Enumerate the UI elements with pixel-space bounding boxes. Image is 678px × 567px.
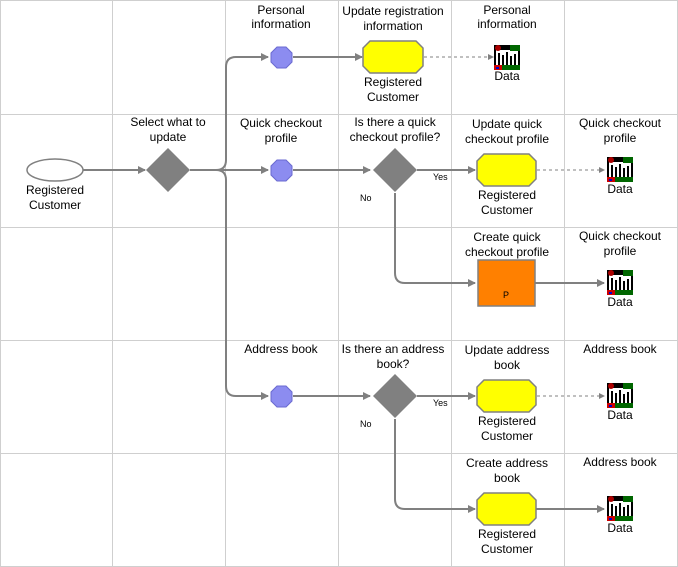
- data-object-label: Data: [607, 521, 633, 535]
- task-title: book: [494, 471, 521, 485]
- data-object-title: Quick checkout: [579, 229, 662, 243]
- flow-address-no: [394, 419, 476, 513]
- task-create-address-book[interactable]: [476, 492, 537, 526]
- data-object-title: Address book: [583, 342, 657, 356]
- data-store-icon: [607, 157, 633, 182]
- task-title: Update registration: [342, 4, 443, 18]
- gateway-no-label: No: [360, 193, 372, 203]
- event-label: Personal: [257, 3, 304, 17]
- data-object-address-create[interactable]: [607, 496, 633, 521]
- task-title: Create address: [466, 456, 548, 470]
- flow-branch-down: [215, 169, 269, 400]
- event-address-book[interactable]: [270, 385, 293, 408]
- task-performer: Registered: [478, 188, 536, 202]
- data-store-icon: [607, 270, 633, 295]
- data-object-title: Address book: [583, 455, 657, 469]
- data-store-icon: [607, 496, 633, 521]
- task-title: information: [363, 19, 422, 33]
- task-performer: Customer: [481, 429, 533, 443]
- data-object-personal[interactable]: [494, 45, 520, 70]
- task-performer: Customer: [481, 542, 533, 556]
- event-quick-checkout-profile[interactable]: [270, 159, 293, 182]
- event-label: Address book: [244, 342, 318, 356]
- task-title: Create quick: [473, 230, 541, 244]
- task-title: Update quick: [472, 117, 543, 131]
- task-performer: Registered: [478, 527, 536, 541]
- data-object-title: information: [477, 17, 536, 31]
- data-object-address-update[interactable]: [607, 383, 633, 408]
- gateway-label: Is there an address: [342, 342, 445, 356]
- connectors: [83, 53, 605, 513]
- gateway-label: checkout profile?: [350, 130, 441, 144]
- task-title: checkout profile: [465, 245, 549, 259]
- task-title: book: [494, 358, 521, 372]
- task-title: checkout profile: [465, 132, 549, 146]
- start-event-label: Customer: [29, 198, 81, 212]
- gateway-select-what-to-update[interactable]: [146, 148, 190, 192]
- data-object-quick-checkout-create[interactable]: [607, 270, 633, 295]
- task-performer: Customer: [367, 90, 419, 104]
- gateway-quick-checkout-profile[interactable]: [373, 148, 417, 192]
- task-update-registration[interactable]: [362, 40, 424, 74]
- data-object-title: profile: [604, 244, 637, 258]
- gateway-label: update: [150, 130, 187, 144]
- task-update-quick-checkout[interactable]: [476, 153, 537, 187]
- start-event-label: Registered: [26, 183, 84, 197]
- task-marker: P: [503, 290, 509, 300]
- task-performer: Registered: [478, 414, 536, 428]
- event-personal-information[interactable]: [270, 46, 293, 69]
- task-update-address-book[interactable]: [476, 379, 537, 413]
- task-performer: Customer: [481, 203, 533, 217]
- data-object-title: Personal: [483, 3, 530, 17]
- data-object-label: Data: [494, 69, 520, 83]
- flow-branch-up: [215, 53, 269, 171]
- data-store-icon: [494, 45, 520, 70]
- data-object-title: profile: [604, 131, 637, 145]
- event-label: information: [251, 17, 310, 31]
- start-event[interactable]: [26, 158, 84, 182]
- data-object-label: Data: [607, 182, 633, 196]
- task-performer: Registered: [364, 75, 422, 89]
- event-label: profile: [265, 131, 298, 145]
- data-object-quick-checkout-update[interactable]: [607, 157, 633, 182]
- gateway-yes-label: Yes: [433, 172, 448, 182]
- gateway-label: Is there a quick: [354, 115, 436, 129]
- event-label: Quick checkout: [240, 116, 323, 130]
- gateway-no-label: No: [360, 419, 372, 429]
- gateway-label: Select what to: [130, 115, 206, 129]
- data-object-label: Data: [607, 408, 633, 422]
- gateway-yes-label: Yes: [433, 398, 448, 408]
- associations: [424, 54, 605, 399]
- flow-quick-no: [394, 193, 476, 287]
- task-create-quick-checkout[interactable]: [477, 259, 536, 307]
- data-object-label: Data: [607, 295, 633, 309]
- gateway-label: book?: [377, 357, 410, 371]
- task-title: Update address: [465, 343, 550, 357]
- gateway-address-book[interactable]: [373, 374, 417, 418]
- data-store-icon: [607, 383, 633, 408]
- data-object-title: Quick checkout: [579, 116, 662, 130]
